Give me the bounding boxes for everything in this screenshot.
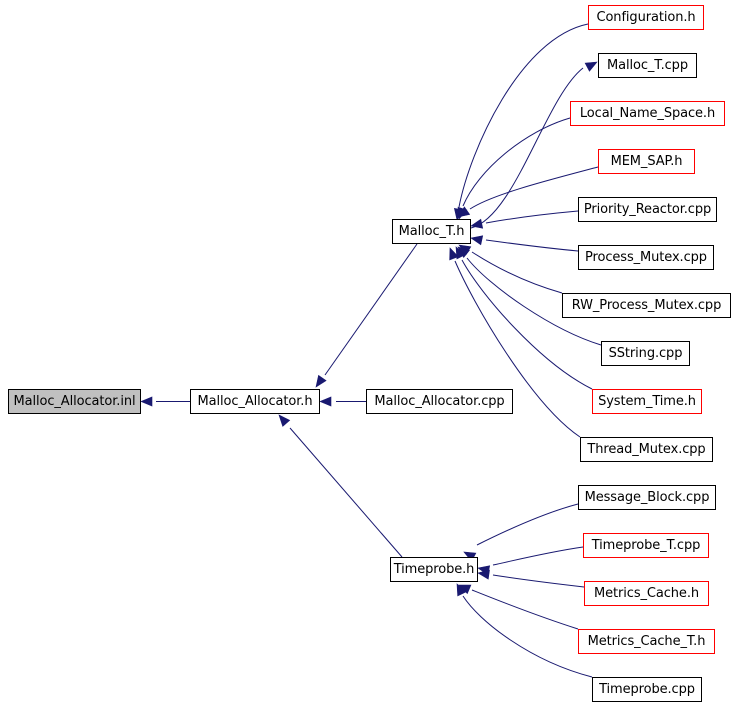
edge-malloc_t_h-to-malloc_t_cpp bbox=[470, 61, 598, 229]
edge-rw_process_mutex_cpp-to-malloc_t_h bbox=[458, 244, 563, 294]
arrowhead-icon bbox=[584, 61, 598, 72]
edge-timeprobe_t_cpp-to-timeprobe_h bbox=[477, 546, 584, 576]
graph-node-label: Metrics_Cache_T.h bbox=[587, 634, 706, 649]
edge-system_time_h-to-malloc_t_h bbox=[455, 246, 593, 390]
graph-node-label: Thread_Mutex.cpp bbox=[587, 442, 706, 457]
graph-node-malloc_t_h[interactable]: Malloc_T.h bbox=[392, 219, 471, 244]
edge-malloc_t_h-to-malloc_allocator_h bbox=[315, 243, 418, 388]
graph-node-label: Malloc_Allocator.h bbox=[197, 394, 313, 409]
edge-priority_reactor_cpp-to-malloc_t_h bbox=[470, 210, 579, 229]
graph-node-label: Local_Name_Space.h bbox=[579, 106, 716, 121]
graph-node-malloc_allocator_h[interactable]: Malloc_Allocator.h bbox=[190, 389, 320, 414]
edge-local_name_space_h-to-malloc_t_h bbox=[457, 117, 571, 220]
arrowhead-icon bbox=[140, 396, 153, 407]
graph-node-label: RW_Process_Mutex.cpp bbox=[571, 298, 722, 313]
graph-node-system_time_h[interactable]: System_Time.h bbox=[592, 389, 702, 414]
arrowhead-icon bbox=[319, 396, 332, 407]
graph-node-label: Malloc_T.h bbox=[398, 224, 465, 239]
edge-malloc_allocator_cpp-to-malloc_allocator_h bbox=[319, 396, 366, 407]
edge-timeprobe_cpp-to-timeprobe_h bbox=[456, 583, 593, 678]
edge-metrics_cache_h-to-timeprobe_h bbox=[477, 569, 585, 588]
edge-metrics_cache_t_h-to-timeprobe_h bbox=[458, 584, 579, 630]
graph-node-local_name_space_h[interactable]: Local_Name_Space.h bbox=[570, 101, 725, 126]
graph-node-label: Timeprobe.h bbox=[393, 562, 475, 577]
arrowhead-icon bbox=[470, 235, 484, 246]
arrowhead-icon bbox=[477, 569, 490, 580]
arrowhead-icon bbox=[455, 246, 466, 260]
graph-node-label: Malloc_Allocator.inl bbox=[13, 394, 136, 409]
graph-node-priority_reactor_cpp[interactable]: Priority_Reactor.cpp bbox=[578, 197, 717, 222]
graph-node-label: Configuration.h bbox=[596, 10, 696, 25]
edge-mem_sap_h-to-malloc_t_h bbox=[457, 166, 599, 218]
graph-node-timeprobe_t_cpp[interactable]: Timeprobe_T.cpp bbox=[583, 533, 709, 558]
graph-node-malloc_t_cpp[interactable]: Malloc_T.cpp bbox=[598, 53, 697, 78]
graph-node-label: Process_Mutex.cpp bbox=[585, 250, 707, 265]
graph-node-metrics_cache_h[interactable]: Metrics_Cache.h bbox=[584, 581, 709, 606]
edge-malloc_allocator_h-to-malloc_allocator_inl bbox=[140, 396, 190, 407]
graph-node-label: Metrics_Cache.h bbox=[594, 586, 699, 601]
arrowhead-icon bbox=[449, 247, 459, 261]
graph-node-rw_process_mutex_cpp[interactable]: RW_Process_Mutex.cpp bbox=[562, 293, 731, 318]
edge-thread_mutex_cpp-to-malloc_t_h bbox=[449, 247, 581, 438]
arrowhead-icon bbox=[315, 374, 327, 388]
edge-configuration_h-to-malloc_t_h bbox=[453, 23, 589, 221]
graph-node-metrics_cache_t_h[interactable]: Metrics_Cache_T.h bbox=[578, 629, 715, 654]
graph-node-timeprobe_h[interactable]: Timeprobe.h bbox=[390, 557, 478, 582]
graph-node-timeprobe_cpp[interactable]: Timeprobe.cpp bbox=[592, 677, 702, 702]
graph-node-label: Message_Block.cpp bbox=[584, 490, 710, 505]
arrowhead-icon bbox=[470, 218, 484, 229]
graph-node-label: System_Time.h bbox=[598, 394, 696, 409]
graph-node-message_block_cpp[interactable]: Message_Block.cpp bbox=[578, 485, 716, 510]
graph-node-malloc_allocator_inl[interactable]: Malloc_Allocator.inl bbox=[8, 389, 141, 414]
edge-timeprobe_h-to-malloc_allocator_h bbox=[278, 414, 403, 558]
arrowhead-icon bbox=[457, 206, 471, 218]
graph-node-label: Malloc_T.cpp bbox=[607, 58, 688, 73]
graph-node-label: Timeprobe_T.cpp bbox=[591, 538, 701, 553]
graph-node-label: MEM_SAP.h bbox=[610, 154, 683, 169]
edge-message_block_cpp-to-timeprobe_h bbox=[463, 503, 579, 562]
graph-node-configuration_h[interactable]: Configuration.h bbox=[588, 5, 704, 30]
graph-node-label: Malloc_Allocator.cpp bbox=[374, 394, 505, 409]
edge-process_mutex_cpp-to-malloc_t_h bbox=[470, 235, 579, 252]
graph-node-mem_sap_h[interactable]: MEM_SAP.h bbox=[598, 149, 695, 174]
graph-node-label: Priority_Reactor.cpp bbox=[583, 202, 712, 217]
graph-node-label: Timeprobe.cpp bbox=[599, 682, 695, 697]
graph-node-malloc_allocator_cpp[interactable]: Malloc_Allocator.cpp bbox=[366, 389, 513, 414]
graph-node-label: SString.cpp bbox=[608, 346, 683, 361]
graph-node-thread_mutex_cpp[interactable]: Thread_Mutex.cpp bbox=[580, 437, 713, 462]
arrowhead-icon bbox=[456, 583, 467, 597]
graph-node-sstring_cpp[interactable]: SString.cpp bbox=[601, 341, 690, 366]
arrowhead-icon bbox=[278, 414, 291, 427]
graph-node-process_mutex_cpp[interactable]: Process_Mutex.cpp bbox=[578, 245, 714, 270]
